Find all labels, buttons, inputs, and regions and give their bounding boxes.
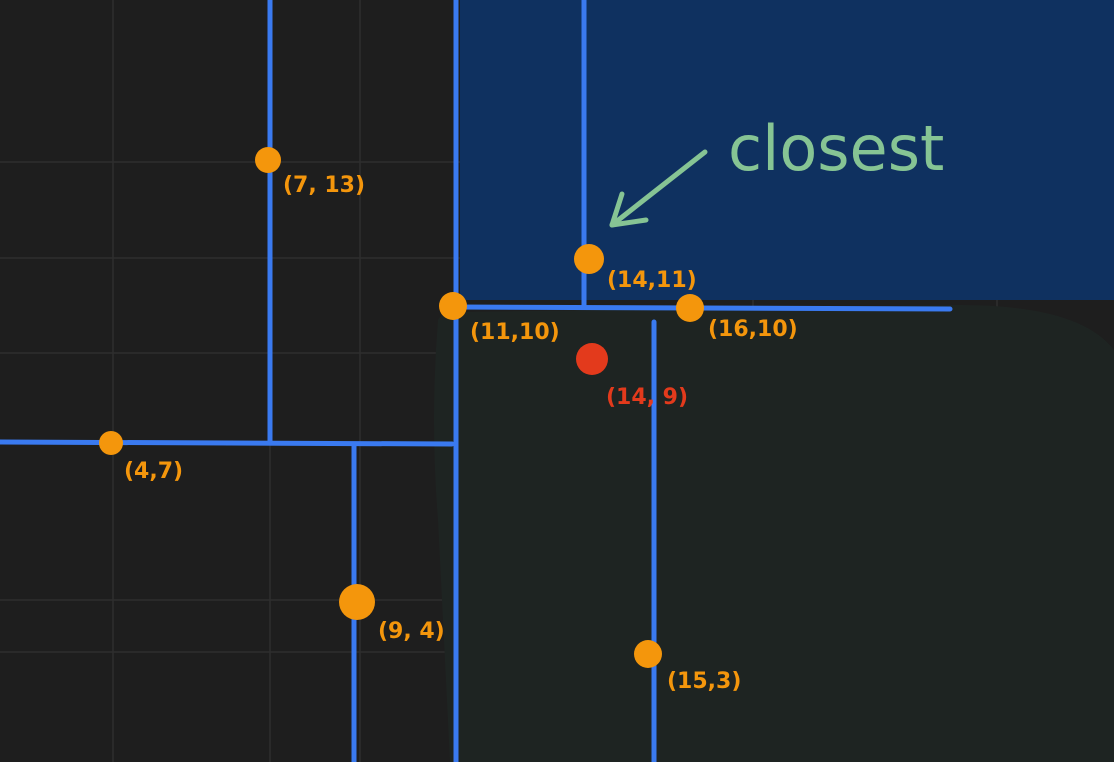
split-line-y7: [0, 439, 455, 447]
points-layer: (7, 13) (14,11) (11,10) (16,10) (4,7) (9, 4) (…: [99, 147, 798, 694]
query-point-marker: [576, 343, 608, 375]
point-label: (7, 13): [283, 173, 365, 198]
point-marker: [676, 294, 704, 322]
point-label: (4,7): [124, 459, 183, 484]
point-marker: [99, 431, 123, 455]
annotation-arrow: [609, 149, 708, 228]
point-label: (15,3): [667, 669, 741, 694]
point-marker: [439, 292, 467, 320]
point-label: (16,10): [708, 317, 798, 342]
point-label: (9, 4): [378, 619, 445, 644]
point-label: (11,10): [470, 320, 560, 345]
point-marker: [339, 584, 375, 620]
point-label: (14,11): [607, 268, 697, 293]
annotation-text: closest: [728, 112, 944, 185]
query-point-label: (14, 9): [606, 385, 688, 410]
search-region: [434, 305, 1114, 762]
point-marker: [574, 244, 604, 274]
point-marker: [255, 147, 281, 173]
point-marker: [634, 640, 662, 668]
